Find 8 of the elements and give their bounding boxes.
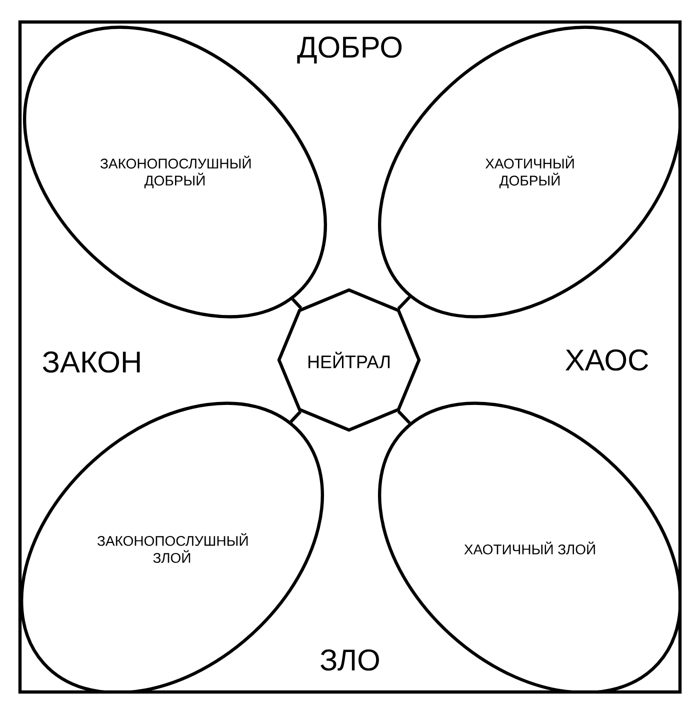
axis-label: ХАОС <box>566 349 648 371</box>
octagon: НЕЙТРАЛ <box>277 288 421 432</box>
connector-line <box>397 296 411 310</box>
connector-line <box>292 298 302 310</box>
axis-label: ДОБРО <box>297 36 402 64</box>
connector-line <box>290 410 302 423</box>
axis-label: ЗАКОН <box>42 351 140 373</box>
connector-line <box>397 410 411 424</box>
